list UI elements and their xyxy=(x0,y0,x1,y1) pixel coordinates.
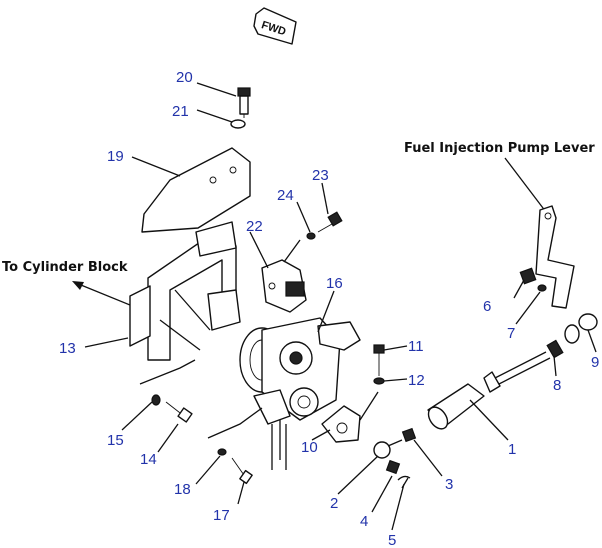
callout-11: 11 xyxy=(408,338,424,355)
part-rod-end-9 xyxy=(564,313,598,344)
callout-24: 24 xyxy=(277,187,294,204)
callout-20: 20 xyxy=(176,69,193,86)
part-nut-3 xyxy=(401,427,417,443)
part-nut-4 xyxy=(385,459,401,475)
part-bolt-11 xyxy=(373,344,385,376)
callout-3: 3 xyxy=(445,476,453,493)
caption-fuel-pump-lever: Fuel Injection Pump Lever xyxy=(404,141,595,156)
callout-1: 1 xyxy=(508,441,516,458)
part-plate-19 xyxy=(141,147,251,233)
callout-18: 18 xyxy=(174,481,191,498)
callout-10: 10 xyxy=(301,439,318,456)
part-assembly-16 xyxy=(239,317,361,470)
link-line-22 xyxy=(283,239,301,263)
part-ball-joint-2 xyxy=(373,439,403,459)
callout-8: 8 xyxy=(553,377,561,394)
part-rod-1 xyxy=(427,351,551,430)
fwd-arrow-icon: FWD xyxy=(253,7,297,45)
part-washer-15 xyxy=(151,394,161,406)
callout-4: 4 xyxy=(360,513,368,530)
part-nut-8 xyxy=(546,339,564,359)
callout-6: 6 xyxy=(483,298,491,315)
callout-7: 7 xyxy=(507,325,515,342)
leader-18 xyxy=(207,407,263,439)
part-washer-24 xyxy=(306,232,316,240)
part-bolt-14 xyxy=(165,401,193,423)
part-washer-21 xyxy=(230,119,246,129)
callout-16: 16 xyxy=(326,275,343,292)
callout-12: 12 xyxy=(408,372,425,389)
part-nut-6 xyxy=(519,267,537,285)
part-bracket-13 xyxy=(129,221,241,385)
callout-5: 5 xyxy=(388,532,396,548)
part-bolt-17 xyxy=(231,457,253,485)
part-lever-10 xyxy=(321,391,379,443)
part-bracket-22 xyxy=(261,259,307,313)
part-bolt-20 xyxy=(237,87,251,118)
part-washer-12 xyxy=(373,377,385,385)
callout-numbers: 1 2 3 4 5 6 7 8 9 10 11 12 13 14 15 16 1… xyxy=(59,69,599,548)
callout-13: 13 xyxy=(59,340,76,357)
callout-21: 21 xyxy=(172,103,189,120)
callout-9: 9 xyxy=(591,354,599,371)
caption-cylinder-block: To Cylinder Block xyxy=(2,260,128,275)
callout-15: 15 xyxy=(107,432,124,449)
callout-19: 19 xyxy=(107,148,124,165)
callout-14: 14 xyxy=(140,451,157,468)
part-pump-lever xyxy=(535,205,575,309)
part-washer-18 xyxy=(217,448,227,456)
callout-22: 22 xyxy=(246,218,263,235)
part-bolt-23 xyxy=(317,211,343,233)
callout-17: 17 xyxy=(213,507,230,524)
callout-2: 2 xyxy=(330,495,338,512)
arrow-to-cylinder-block xyxy=(72,281,131,306)
part-washer-7 xyxy=(537,284,547,292)
leader-fuel-pump-lever xyxy=(504,157,547,213)
callout-leaders xyxy=(84,82,597,531)
callout-23: 23 xyxy=(312,167,329,184)
